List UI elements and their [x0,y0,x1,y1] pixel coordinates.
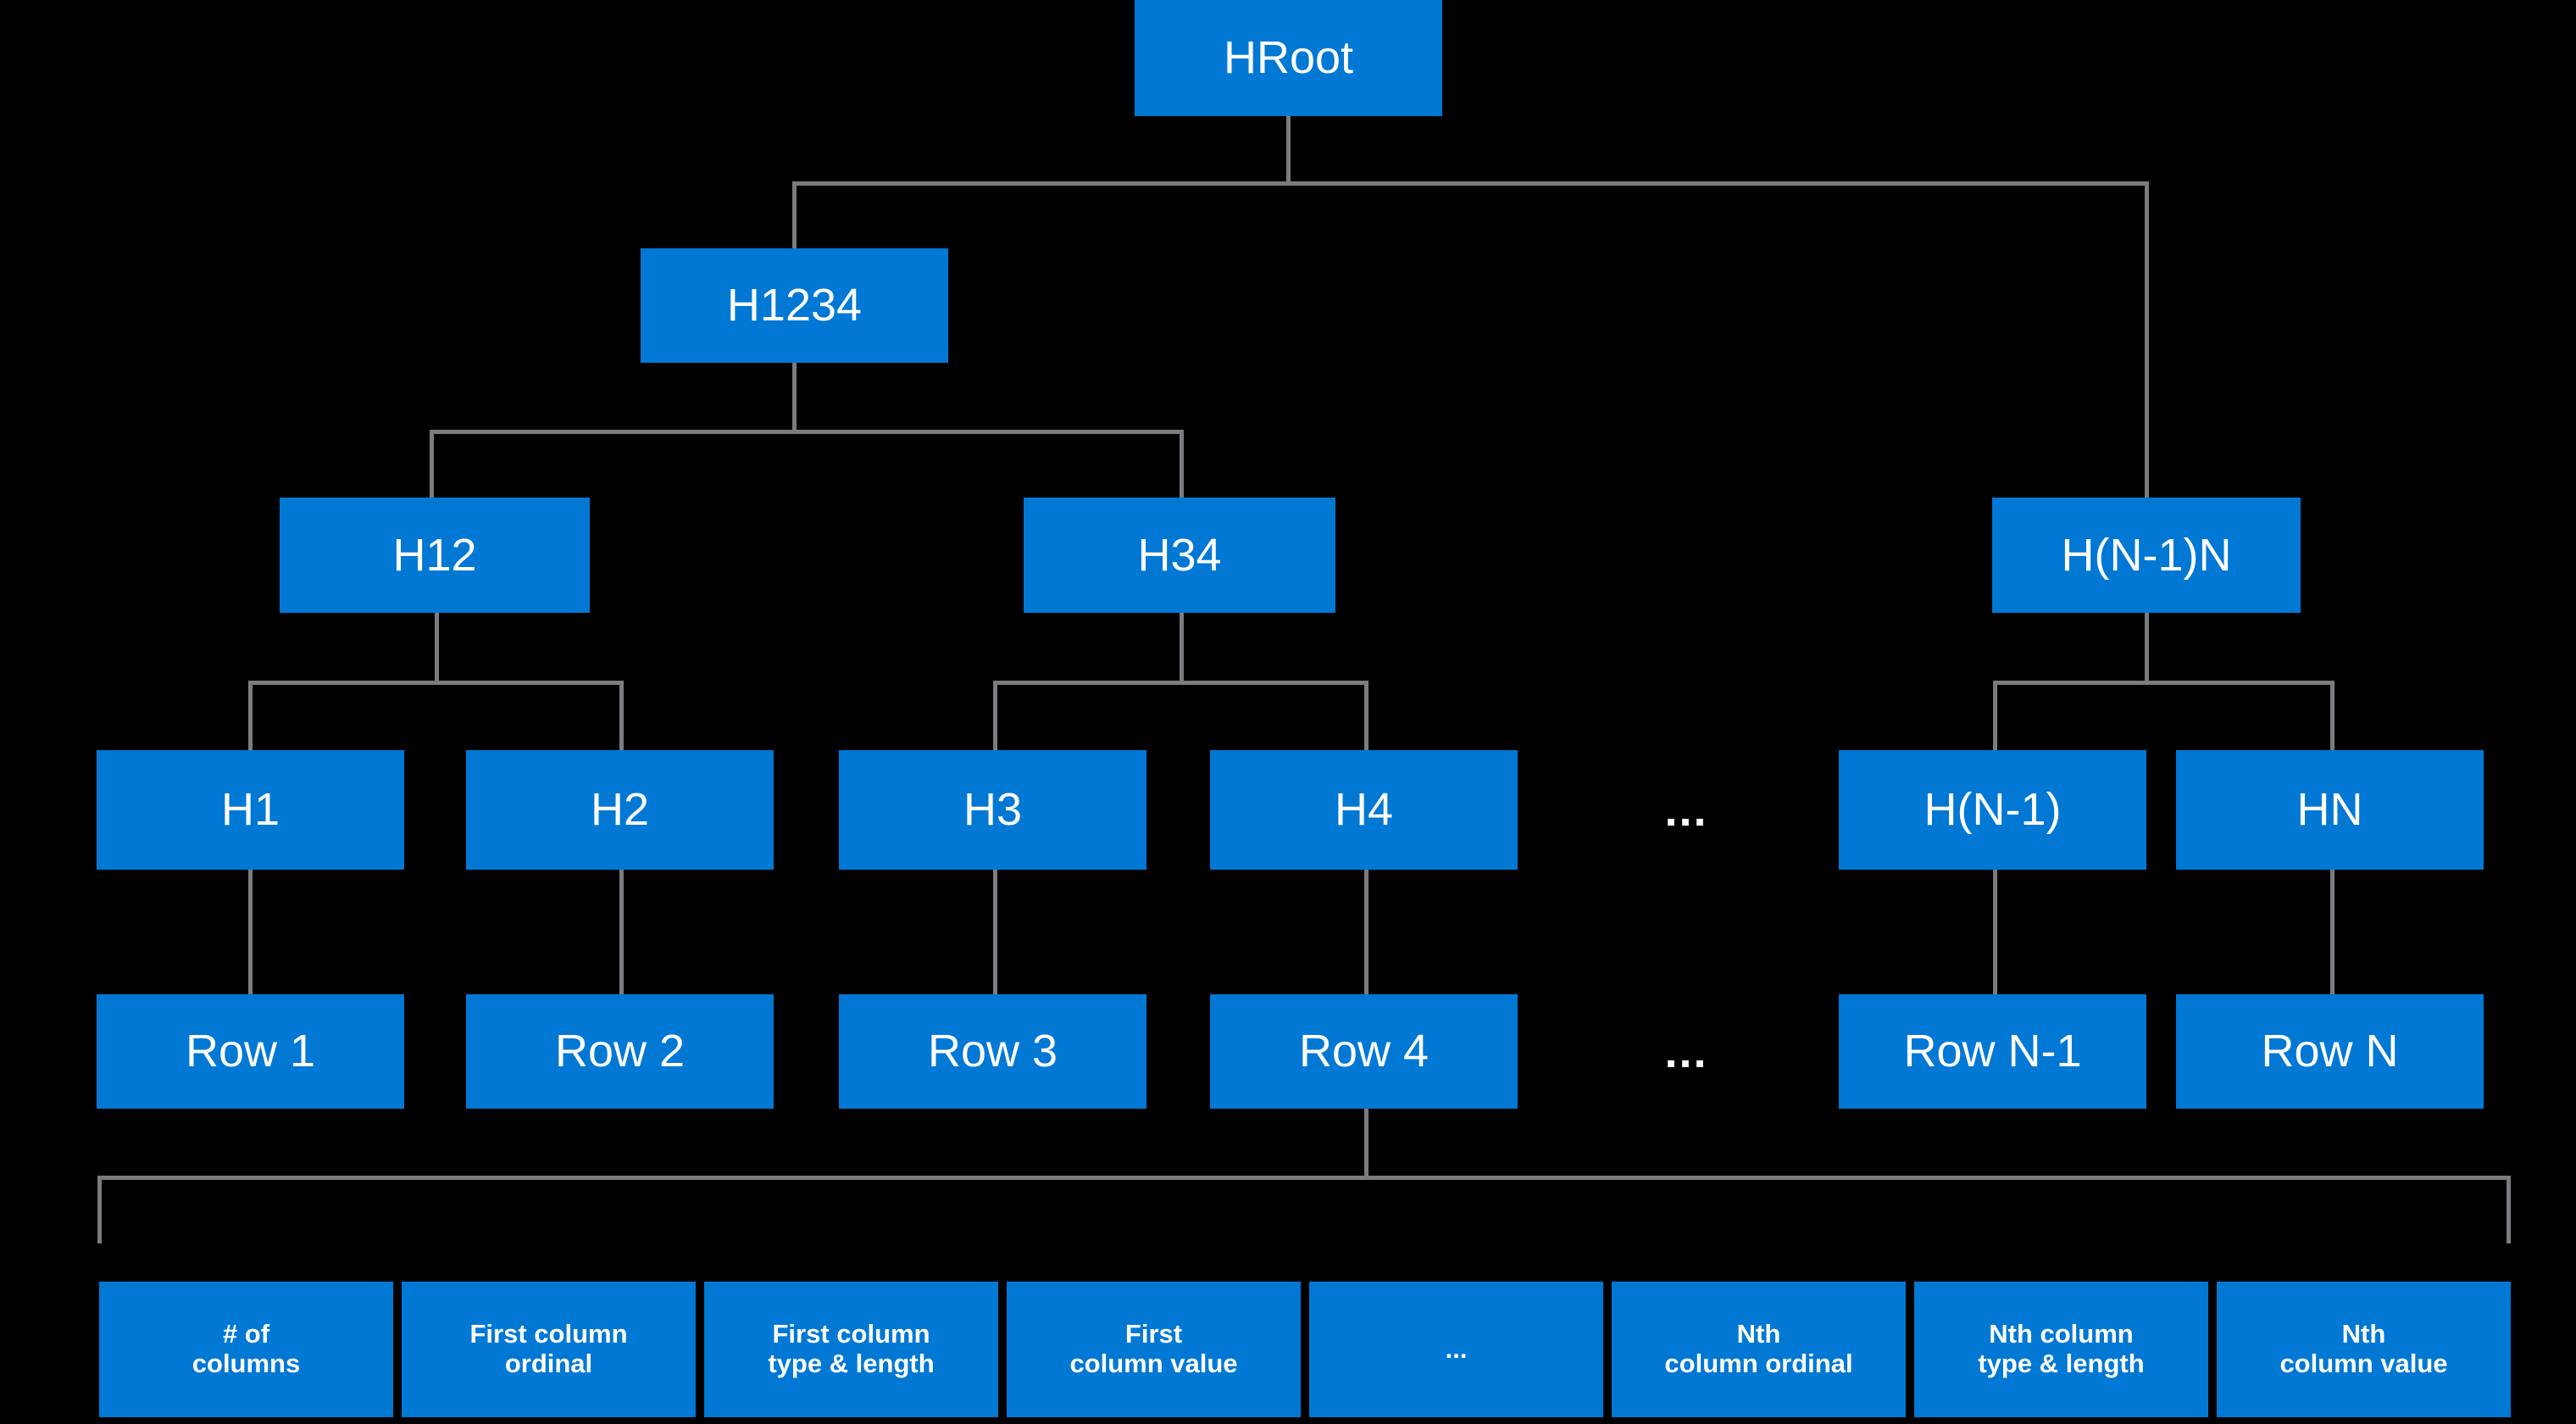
connector-bus-row-fields [97,1176,2511,1180]
node-h4[interactable]: H4 [1210,750,1518,870]
node-row-2[interactable]: Row 2 [466,994,774,1109]
node-h1[interactable]: H1 [97,750,404,870]
connector-bus-h34-children [993,681,1368,685]
ellipsis-hash-level: ... [1664,784,1708,836]
connector-drop-h12 [430,430,434,499]
node-row-n-1[interactable]: Row N-1 [1839,994,2146,1109]
connector-h1234-stem [792,363,797,432]
node-hn1n[interactable]: H(N-1)N [1992,498,2301,613]
connector-h4-row4 [1364,870,1368,994]
ellipsis-row-level: ... [1664,1026,1708,1077]
node-row-4[interactable]: Row 4 [1210,994,1518,1109]
connector-drop-hn [2330,681,2334,750]
node-h3[interactable]: H3 [839,750,1146,870]
connector-field-left-end [97,1176,102,1243]
connector-drop-hn1 [1993,681,1997,750]
node-row-n[interactable]: Row N [2176,994,2484,1109]
node-h2[interactable]: H2 [466,750,774,870]
node-h12[interactable]: H12 [280,498,590,613]
connector-h1-row1 [248,870,253,994]
connector-bus-h12-children [248,681,623,685]
connector-h12-stem [435,613,439,682]
connector-drop-h3 [993,681,997,750]
node-h1234[interactable]: H1234 [641,248,948,363]
connector-drop-h2 [619,681,624,750]
connector-hn1-rown1 [1993,870,1997,994]
connector-bus-hn1n-children [1993,681,2334,685]
node-row-1[interactable]: Row 1 [97,994,404,1109]
connector-drop-hn1n [2145,181,2149,498]
connector-drop-h4 [1364,681,1368,750]
node-row-3[interactable]: Row 3 [839,994,1146,1109]
connector-row4-stem [1364,1109,1368,1178]
node-hroot[interactable]: HRoot [1135,0,1442,116]
node-hn1[interactable]: H(N-1) [1839,750,2146,870]
connector-bus-level2 [792,181,2149,186]
connector-bus-level3 [430,430,1184,434]
connector-drop-h34 [1180,430,1184,499]
connector-hroot-stem [1286,116,1291,184]
node-h34[interactable]: H34 [1024,498,1335,613]
connector-hn-rown [2330,870,2334,994]
connector-field-right-end [2507,1176,2511,1243]
connector-h3-row3 [993,870,997,994]
connector-h2-row2 [619,870,624,994]
node-hn[interactable]: HN [2176,750,2484,870]
connector-drop-h1 [248,681,253,750]
connector-hn1n-stem [2145,613,2149,682]
connector-h34-stem [1180,613,1184,682]
field-ellipsis[interactable]: ... [1309,1282,1603,1417]
connector-drop-h1234 [792,181,797,249]
